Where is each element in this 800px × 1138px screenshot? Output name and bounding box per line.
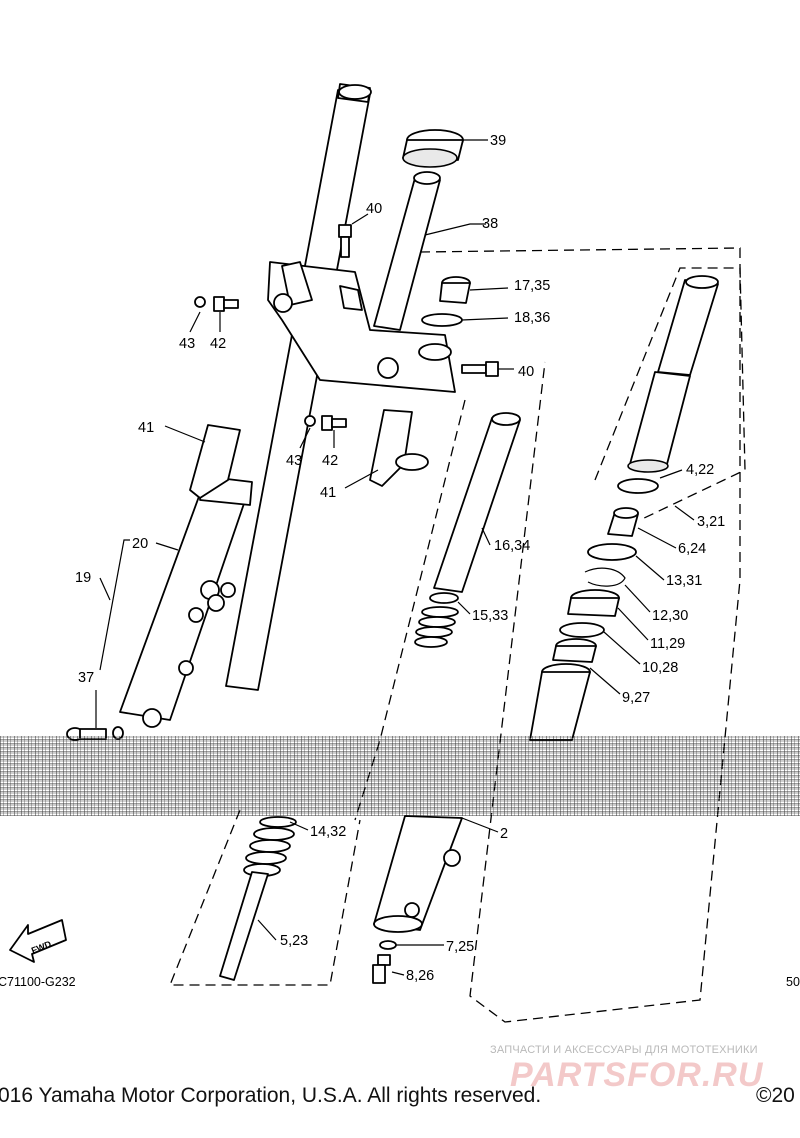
- label-13-31: 13,31: [666, 573, 702, 589]
- label-43-lower: 43: [286, 453, 302, 469]
- diagram-code: C71100-G232: [0, 975, 76, 989]
- label-7-25: 7,25: [446, 939, 474, 955]
- label-43-upper: 43: [179, 336, 195, 352]
- label-10-28: 10,28: [642, 660, 678, 676]
- collar: [429, 592, 459, 604]
- fork-guard-right-ring: [395, 453, 429, 471]
- oil-seal: [567, 589, 620, 617]
- label-41-left: 41: [138, 420, 154, 436]
- label-19: 19: [75, 570, 91, 586]
- scan-noise-band: [0, 736, 800, 816]
- cap-assembly-outline: [594, 267, 746, 521]
- fork-guard-left: [189, 424, 241, 499]
- label-14-32: 14,32: [310, 824, 346, 840]
- label-40-upper: 40: [366, 201, 382, 217]
- label-11-29: 11,29: [650, 636, 685, 652]
- bolt-40-right: [461, 361, 499, 377]
- label-18-36: 18,36: [514, 310, 550, 326]
- label-20: 20: [132, 536, 148, 552]
- label-15-33: 15,33: [472, 608, 508, 624]
- washer-19: [112, 726, 124, 740]
- label-42-lower: 42: [322, 453, 338, 469]
- inner-assembly-outline-lower: [354, 399, 466, 821]
- label-16-34: 16,34: [494, 538, 530, 554]
- label-42-upper: 42: [210, 336, 226, 352]
- slide-metal: [552, 638, 597, 663]
- diagram-code-right: 50: [786, 975, 800, 989]
- slide-bushing: [607, 507, 639, 537]
- inner-tube-upper: [627, 275, 719, 473]
- damper-assembly-outline: [169, 809, 361, 986]
- watermark-brand-logo: PARTSFOR.RU: [510, 1056, 764, 1094]
- washer-10: [559, 622, 605, 638]
- label-4-22: 4,22: [686, 462, 714, 478]
- rebound-spring: [414, 606, 459, 648]
- copyright-footer: 016 Yamaha Motor Corporation, U.S.A. All…: [0, 1080, 800, 1114]
- watermark-caption: ЗАПЧАСТИ И АКСЕССУАРЫ ДЛЯ МОТОТЕХНИКИ: [490, 1044, 758, 1056]
- damper-rod-tube: [433, 412, 521, 593]
- bolt-8: [372, 954, 391, 984]
- bearing: [402, 129, 464, 168]
- label-39: 39: [490, 133, 506, 149]
- slide-bushing-upper: [617, 478, 659, 494]
- bolt-42-upper: [213, 296, 239, 312]
- label-38: 38: [482, 216, 498, 232]
- label-3-21: 3,21: [697, 514, 725, 530]
- fwd-arrow-icon: FWD: [9, 919, 67, 963]
- fork-guard-right: [369, 409, 413, 487]
- label-41-right: 41: [320, 485, 336, 501]
- cap-43-upper: [194, 296, 206, 308]
- cap-bolt: [439, 276, 471, 304]
- lower-bracket: [267, 261, 456, 393]
- oil-seal-washer: [587, 543, 637, 561]
- left-fork-tube: [225, 83, 372, 691]
- label-2: 2: [500, 826, 508, 842]
- circlip: [584, 567, 626, 587]
- label-40-right: 40: [518, 364, 534, 380]
- outer-tube-lower: [373, 815, 463, 933]
- o-ring: [421, 313, 463, 327]
- label-8-26: 8,26: [406, 968, 434, 984]
- label-17-35: 17,35: [514, 278, 550, 294]
- label-9-27: 9,27: [622, 690, 650, 706]
- damper-rod: [219, 871, 269, 981]
- bolt-37: [66, 727, 107, 741]
- label-5-23: 5,23: [280, 933, 308, 949]
- label-6-24: 6,24: [678, 541, 706, 557]
- bolt-40-upper: [338, 224, 352, 258]
- outer-tube-right: [529, 663, 591, 741]
- label-12-30: 12,30: [652, 608, 688, 624]
- copper-washer: [379, 940, 397, 950]
- label-37: 37: [78, 670, 94, 686]
- inner-assembly-outline-upper: [419, 247, 741, 1023]
- damper-spring: [243, 816, 297, 877]
- copyright-text-right: ©20: [756, 1084, 795, 1107]
- cap-43-lower: [304, 415, 316, 427]
- steering-stem: [373, 171, 441, 331]
- copyright-text: 016 Yamaha Motor Corporation, U.S.A. All…: [0, 1084, 542, 1107]
- left-fork-slider: [119, 475, 253, 728]
- bolt-42-lower: [321, 415, 347, 431]
